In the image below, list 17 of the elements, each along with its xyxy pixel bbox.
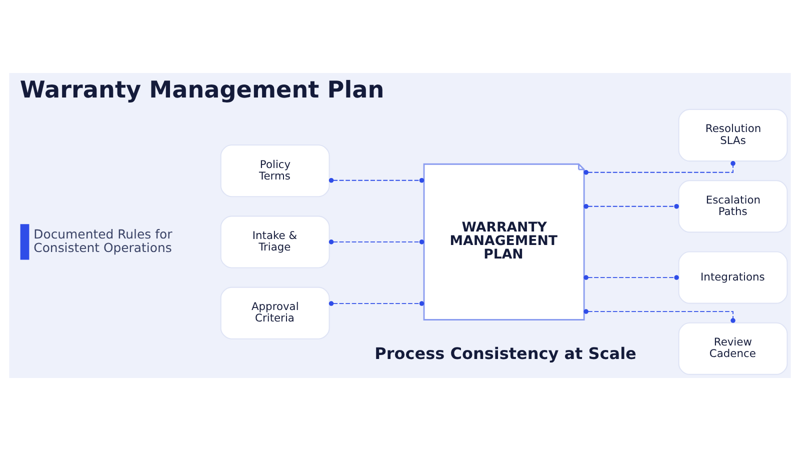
node-box: Integrations <box>678 250 788 304</box>
connector <box>584 203 679 208</box>
node-box: Escalation Paths <box>678 180 788 232</box>
connector <box>584 308 736 322</box>
connector <box>328 177 424 182</box>
connector <box>328 300 424 306</box>
diagram-title: Warranty Management Plan <box>20 77 384 104</box>
node-box: Policy Terms <box>220 144 330 197</box>
label: Process Consistency at Scale <box>374 343 636 362</box>
connector <box>584 274 679 280</box>
connector <box>328 239 424 244</box>
node-box: Approval Criteria <box>220 286 330 339</box>
node-box: Intake & Triage <box>220 215 330 268</box>
node-box: Resolution SLAs <box>678 108 788 162</box>
label: Documented Rules for Consistent Operations <box>34 226 172 254</box>
connector <box>584 160 736 174</box>
node-box: Review Cadence <box>678 322 788 374</box>
